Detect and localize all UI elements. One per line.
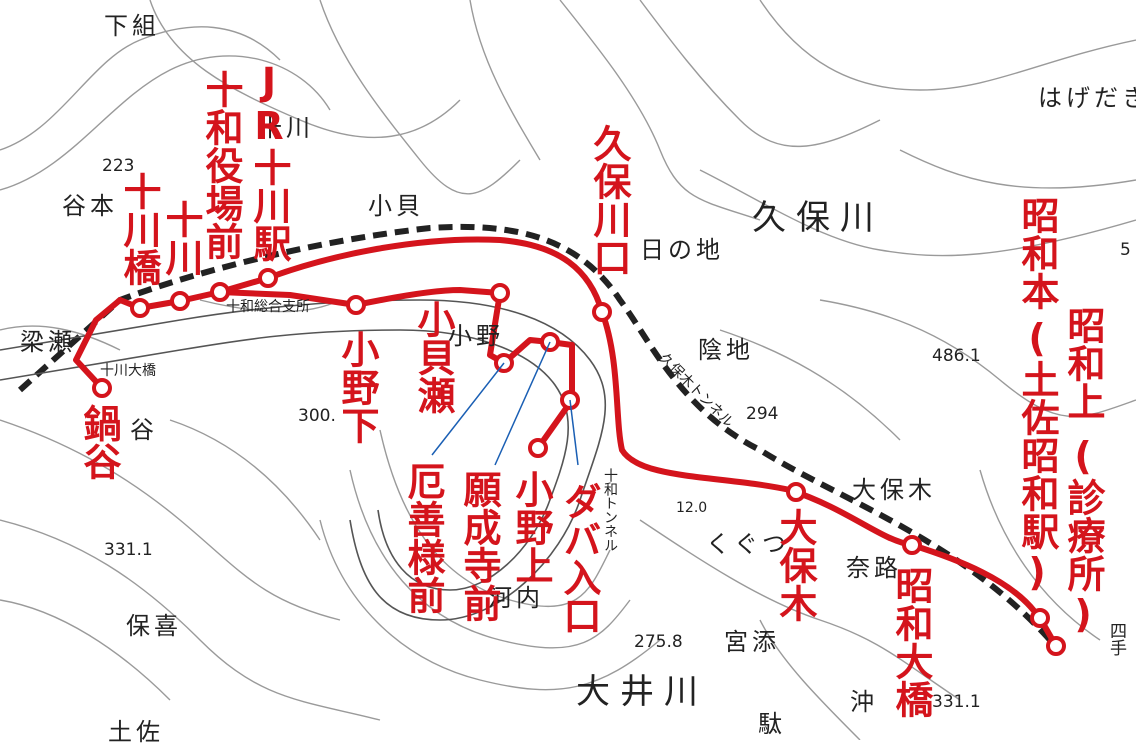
stop-label-onoshita: 小野下 xyxy=(335,330,379,444)
stop-marker-jugawa xyxy=(170,291,190,311)
elevation-223: 223 xyxy=(102,156,135,176)
stop-label-jugawabashi: 十川橋 xyxy=(117,172,161,286)
place-inchi: 陰地 xyxy=(698,336,754,364)
stop-label-ganjoji: 願成寺前 xyxy=(457,470,501,622)
place-hinochi: 日の地 xyxy=(640,236,724,264)
elevation-294: 294 xyxy=(746,404,779,424)
stop-label-showa-kami: 昭和上 xyxy=(1061,306,1105,420)
elevation-331: 331.1 xyxy=(104,540,153,560)
place-jugawa-area: 十川 xyxy=(258,114,314,142)
place-tosa-cut: 土佐 xyxy=(108,718,164,746)
place-kogai: 小貝 xyxy=(368,192,424,220)
place-kawauchi: 河内 xyxy=(488,584,544,612)
elevation-5: 5 xyxy=(1120,240,1131,260)
stop-marker-kubogawaguchi xyxy=(592,302,612,322)
elevation-275: 275.8 xyxy=(634,632,683,652)
leader-lines xyxy=(431,341,579,466)
stop-marker-towa-yakuba xyxy=(210,282,230,302)
elevation-120: 12.0 xyxy=(676,500,708,516)
elevation-300: 300. xyxy=(298,406,336,426)
place-hagedaki: はげだき xyxy=(1038,84,1136,112)
stop-marker-onokami xyxy=(528,438,548,458)
stop-marker-ohoki xyxy=(786,482,806,502)
stop-label-ohoki: 大保木 xyxy=(773,508,817,622)
stop-label-nabetani: 鍋谷 xyxy=(77,404,121,480)
place-towa-branch: 十和総合支所 xyxy=(226,299,310,315)
place-miyazoe: 宮添 xyxy=(724,628,780,656)
stop-label-kogaise: 小貝瀬 xyxy=(411,300,455,414)
place-shimogumi: 下組 xyxy=(104,12,160,40)
stop-label-showa-moto: 昭和本 xyxy=(1015,196,1059,310)
elevation-486: 486.1 xyxy=(932,346,981,366)
stop-marker-kogaise xyxy=(490,283,510,303)
river xyxy=(0,299,607,621)
stop-label-jugawa: 十川 xyxy=(159,200,203,276)
stop-label-onokami: 小野上 xyxy=(509,470,553,584)
place-tani: 谷 xyxy=(130,416,158,444)
stop-label-jr-jugawa: JR十川駅 xyxy=(247,60,291,262)
stop-marker-jr-jugawa xyxy=(258,268,278,288)
stop-label-daba: ダバ入口 xyxy=(557,482,601,634)
stop-label-showa-clinic: (診療所) xyxy=(1061,434,1105,636)
place-dakari: 駄 xyxy=(758,710,786,738)
place-yonte: 四手 xyxy=(1106,622,1126,656)
stop-marker-onoshita xyxy=(346,295,366,315)
bus-stops xyxy=(92,268,1066,656)
place-hoki: 保喜 xyxy=(126,612,182,640)
stop-label-tosa-showa: (土佐昭和駅) xyxy=(1015,316,1059,594)
place-kutsu: くぐつ xyxy=(706,530,790,558)
stop-marker-nabetani xyxy=(92,378,112,398)
stop-marker-showa-moto xyxy=(1030,608,1050,628)
stop-marker-showa-ohashi xyxy=(902,535,922,555)
place-naro: 奈路 xyxy=(846,554,902,582)
place-ohoki-area: 大保木 xyxy=(852,476,936,504)
stop-label-kubogawaguchi: 久保川口 xyxy=(587,124,631,276)
elevation-331b: 331.1 xyxy=(932,692,981,712)
railway-line xyxy=(17,223,1053,643)
place-yanase: 梁瀬 xyxy=(20,328,76,356)
place-jugawa-ohashi: 十川大橋 xyxy=(100,363,156,379)
stop-marker-jugawabashi xyxy=(130,298,150,318)
place-ooigawa: 大井川 xyxy=(576,672,708,712)
stop-label-showa-ohashi: 昭和大橋 xyxy=(889,566,933,718)
place-ono: 小野 xyxy=(448,322,504,350)
place-kubogawa: 久保川 xyxy=(752,198,884,238)
place-tanimoto: 谷本 xyxy=(62,192,118,220)
place-towa-tunnel: 十和トンネル xyxy=(602,468,618,552)
place-okiju: 沖 xyxy=(850,688,878,716)
stop-label-towa-yakuba: 十和役場前 xyxy=(199,70,243,260)
stop-label-yakuzensama: 厄善様前 xyxy=(401,462,445,614)
stop-marker-showa-kami xyxy=(1046,636,1066,656)
